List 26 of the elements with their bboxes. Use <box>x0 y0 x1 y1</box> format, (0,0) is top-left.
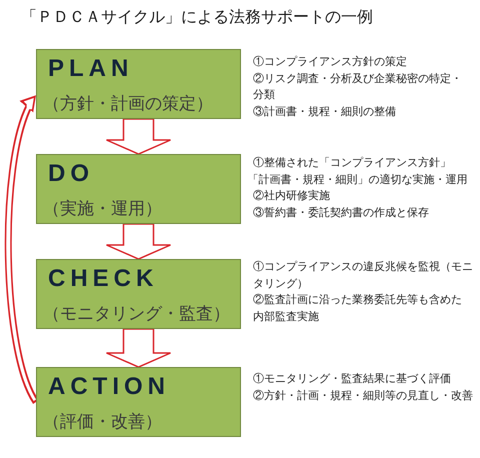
stage-subtitle: （方針・計画の策定） <box>43 94 213 114</box>
process-box <box>36 49 241 119</box>
block-arrow <box>106 328 172 368</box>
description-text: ②社内研修実施 <box>253 188 330 204</box>
stage-heading: DO <box>48 160 94 188</box>
stage-heading: ACTION <box>48 373 170 401</box>
stage-heading: CHECK <box>48 265 158 293</box>
block-arrow <box>106 118 172 155</box>
description-text: ②監査計画に沿った業務委託先等も含めた内部監査実施 <box>253 292 463 324</box>
title: 「ＰＤＣＡサイクル」による法務サポートの一例 <box>21 8 373 28</box>
stage-subtitle: （モニタリング・監査） <box>43 304 230 324</box>
block-arrow <box>106 223 172 260</box>
description-text: ①コンプライアンスの違反兆候を監視（モニタリング） <box>253 260 474 292</box>
description-text: ②リスク調査・分析及び企業秘密の特定・分類 <box>253 72 463 103</box>
description-text: ③誓約書・委託契約書の作成と保存 <box>253 206 429 220</box>
description-text: ①整備された「コンプライアンス方針」「計画書・規程・細則」の適切な実施・運用 <box>248 156 468 188</box>
description-text: ②方針・計画・規程・細則等の見直し・改善 <box>253 388 473 404</box>
process-box <box>36 259 241 329</box>
process-box <box>36 154 241 224</box>
stage-subtitle: （評価・改善） <box>43 412 162 432</box>
stage-heading: PLAN <box>48 55 134 83</box>
process-box <box>36 367 241 437</box>
description-text: ①モニタリング・監査結果に基づく評価 <box>253 372 451 387</box>
description-text: ①コンプライアンス方針の策定 <box>253 54 407 70</box>
stage-subtitle: （実施・運用） <box>43 199 162 219</box>
description-text: ③計画書・規程・細則の整備 <box>253 104 396 120</box>
